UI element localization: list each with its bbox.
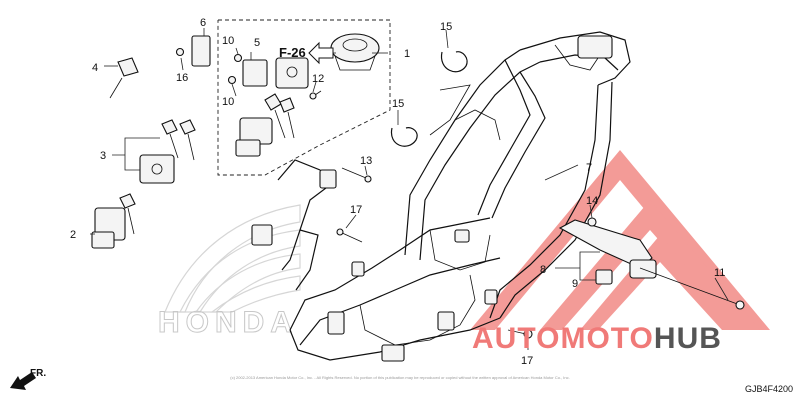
reference-label: F-26 — [279, 45, 306, 60]
key-cylinder-cap — [330, 33, 380, 71]
callout-12: 12 — [312, 73, 324, 85]
callout-16: 16 — [176, 72, 188, 84]
automotohub-triangles — [470, 150, 770, 330]
callout-17a: 17 — [350, 204, 362, 216]
callout-1: 1 — [404, 48, 410, 60]
frame-body — [289, 31, 631, 362]
diagram-code: GJB4F4200 — [745, 384, 793, 394]
reference-arrow-icon — [308, 41, 334, 65]
bolts — [175, 47, 533, 339]
key-pair-upper — [264, 93, 295, 139]
direction-label: FR. — [30, 368, 46, 379]
spare-key — [109, 57, 139, 99]
callout-3: 3 — [100, 150, 106, 162]
honda-wing-watermark — [164, 204, 301, 313]
callout-2: 2 — [70, 229, 76, 241]
honda-logo-text: HONDA — [158, 306, 298, 339]
shutter-lock — [242, 57, 309, 89]
callout-17b: 17 — [521, 355, 533, 367]
lock-body-upper — [235, 117, 273, 157]
wordmark-moto: MOTO — [560, 322, 653, 355]
callout-6: 6 — [200, 17, 206, 29]
svg-text:AUTOMOTOHUB: AUTOMOTOHUB — [472, 322, 722, 355]
callout-13: 13 — [360, 155, 372, 167]
keyset-group-outline — [217, 19, 391, 176]
callout-10b: 10 — [222, 96, 234, 108]
ignition-switch — [91, 193, 136, 249]
clip — [191, 35, 211, 67]
callout-14: 14 — [586, 195, 598, 207]
callout-7: 7 — [586, 162, 592, 174]
callout-11: 11 — [714, 267, 725, 279]
wordmark-hub: HUB — [654, 322, 722, 355]
copyright-text: (c) 2002-2013 American Honda Motor Co., … — [230, 375, 570, 380]
callout-numbers: 1 2 3 4 5 6 7 8 9 10 10 11 12 13 14 15 1… — [70, 17, 725, 367]
front-direction-arrow-icon — [10, 372, 36, 390]
automotohub-wordmark: AUTOMOTOHUB — [472, 322, 722, 355]
callout-15a: 15 — [440, 21, 452, 33]
wire-clamp-lower — [390, 127, 418, 147]
seat-lock-set — [139, 119, 196, 184]
main-stand — [558, 217, 745, 310]
leader-lines — [90, 28, 729, 350]
callout-8: 8 — [540, 264, 546, 276]
wire-clamp-upper — [440, 51, 468, 73]
callout-10a: 10 — [222, 35, 234, 47]
callout-5: 5 — [254, 37, 260, 49]
callout-9: 9 — [572, 278, 578, 290]
wordmark-auto: AUTO — [472, 322, 560, 355]
callout-4: 4 — [92, 62, 98, 74]
frame-bracket-left — [251, 159, 337, 291]
callout-15b: 15 — [392, 98, 404, 110]
